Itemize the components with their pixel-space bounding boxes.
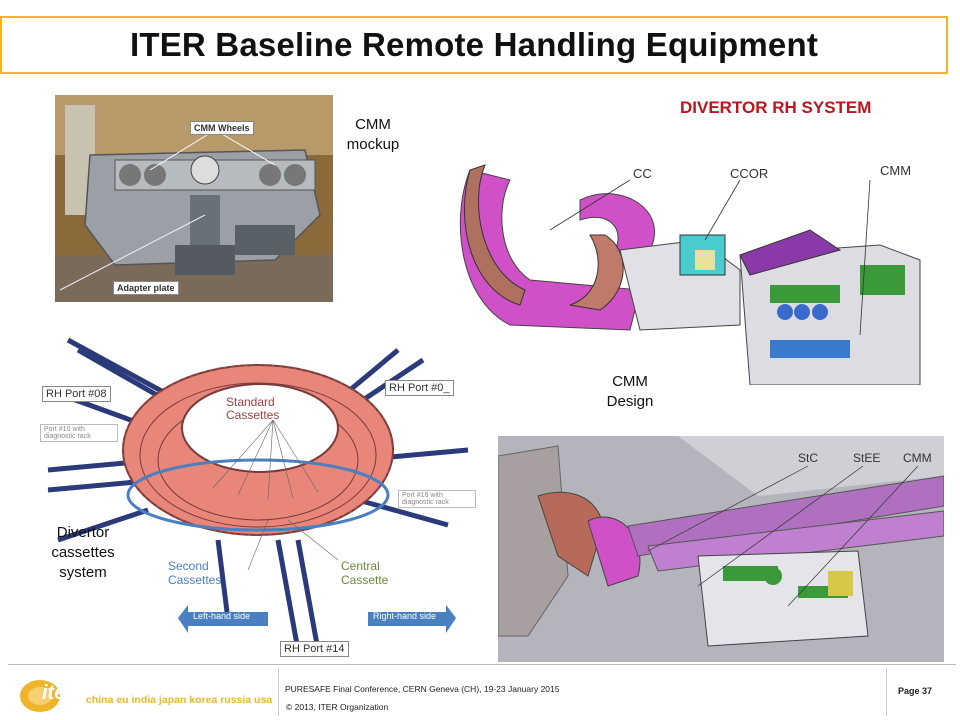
cmm-mockup-caption: CMM mockup: [338, 115, 408, 155]
rh-port-14-label: RH Port #14: [280, 641, 349, 657]
standard-cassettes-line1: Standard: [226, 395, 275, 409]
divertor-cassettes-caption: Divertor cassettes system: [38, 523, 128, 583]
cad-bottom-graphic: StC StEE CMM: [497, 436, 945, 662]
rh-port-0-label: RH Port #0_: [385, 380, 454, 396]
partner-countries: china eu india japan korea russia usa: [86, 694, 273, 706]
right-hand-side-label: Right-hand side: [373, 611, 437, 621]
caption-line: cassettes: [51, 544, 115, 561]
ring-graphic: Standard Cassettes Second Cassettes Cent…: [38, 320, 478, 665]
caption-line: Design: [606, 393, 654, 410]
divertor-rh-heading: DIVERTOR RH SYSTEM: [680, 98, 872, 117]
page-number: Page 37: [898, 686, 933, 696]
adapter-plate-label: Adapter plate: [113, 281, 179, 295]
port-16-label: Port #16 with diagnostic rack: [398, 490, 476, 508]
cad-label-cc: CC: [633, 166, 652, 181]
rh-port-08-label: RH Port #08: [42, 386, 111, 402]
port-10-label: Port #10 with diagnostic rack: [40, 424, 118, 442]
copyright-text: © 2013, ITER Organization: [286, 702, 389, 712]
divertor-ring-drawing: Standard Cassettes Second Cassettes Cent…: [38, 320, 478, 665]
second-cassettes-line2: Cassettes: [168, 573, 221, 587]
central-cassette-line1: Central: [341, 559, 380, 573]
footer-separator-right: [886, 668, 887, 716]
caption-line: Divertor: [56, 524, 110, 541]
cad-top-graphic: CC CCOR CMM: [440, 140, 940, 386]
cad-label-stc: StC: [798, 451, 818, 465]
iter-logo-icon: [20, 680, 60, 712]
second-cassettes-line1: Second: [168, 559, 209, 573]
central-cassette-line2: Cassette: [341, 573, 389, 587]
slide-title: ITER Baseline Remote Handling Equipment: [129, 26, 819, 63]
iter-logo-text: iter: [42, 682, 74, 704]
cad-label-ccor: CCOR: [730, 166, 768, 181]
iter-logo: iter: [18, 672, 78, 712]
cmm-design-caption: CMM Design: [590, 372, 670, 412]
footer-divider: [8, 664, 956, 665]
cmm-cad-top: CC CCOR CMM: [440, 140, 940, 386]
cmm-mockup-photo: CMM Wheels Adapter plate: [55, 95, 333, 302]
standard-cassettes-line2: Cassettes: [226, 408, 279, 422]
conference-text: PURESAFE Final Conference, CERN Geneva (…: [285, 684, 560, 694]
cad-label-cmm-bottom: CMM: [903, 451, 932, 465]
cmm-wheels-label: CMM Wheels: [190, 121, 254, 135]
caption-line: CMM: [612, 373, 648, 390]
caption-line: system: [59, 564, 107, 581]
title-box: ITER Baseline Remote Handling Equipment: [0, 16, 948, 74]
caption-line: CMM: [355, 116, 391, 133]
cmm-cad-bottom: StC StEE CMM: [497, 436, 945, 662]
footer-separator: [278, 668, 279, 716]
left-hand-side-label: Left-hand side: [193, 611, 251, 621]
caption-line: mockup: [346, 136, 400, 153]
cad-label-cmm: CMM: [880, 163, 911, 178]
cad-label-stee: StEE: [853, 451, 880, 465]
